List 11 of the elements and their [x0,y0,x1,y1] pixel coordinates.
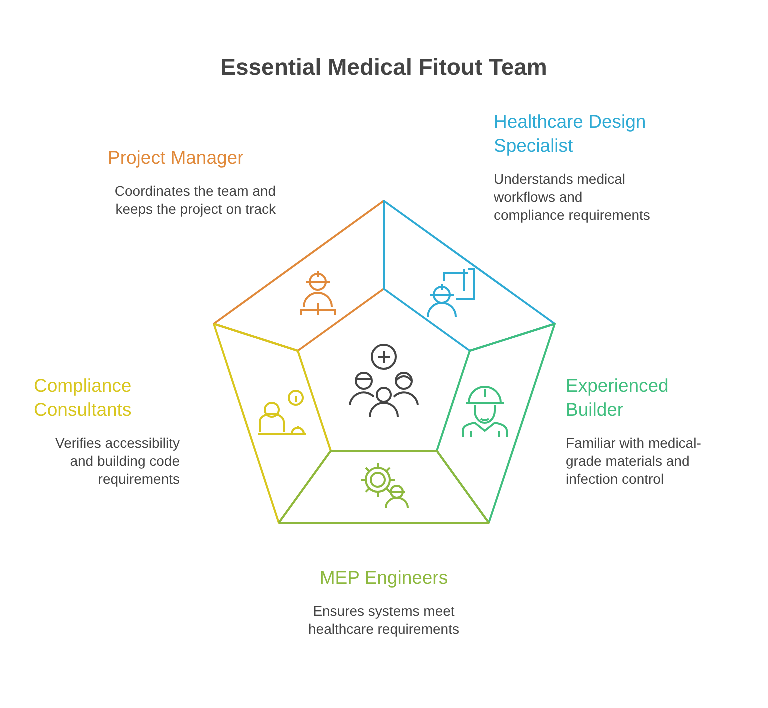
role-heading: Project Manager [108,146,245,170]
role-heading: MEP Engineers [318,566,450,590]
title: Essential Medical Fitout Team [220,54,548,81]
role-description: Coordinates the team and keeps the project on track [114,182,276,218]
role-description: Familiar with medical-grade materials and infection control [566,434,702,488]
role-heading: Healthcare Design Specialist [494,110,648,158]
role-heading: Experienced Builder [566,374,670,422]
role-heading: Compliance Consultants [34,374,133,422]
role-description: Verifies accessibility and building code requirements [54,434,180,488]
role-description: Ensures systems meet healthcare requirements [308,602,460,638]
role-description: Understands medical workflows and compliance requirements [494,170,652,224]
